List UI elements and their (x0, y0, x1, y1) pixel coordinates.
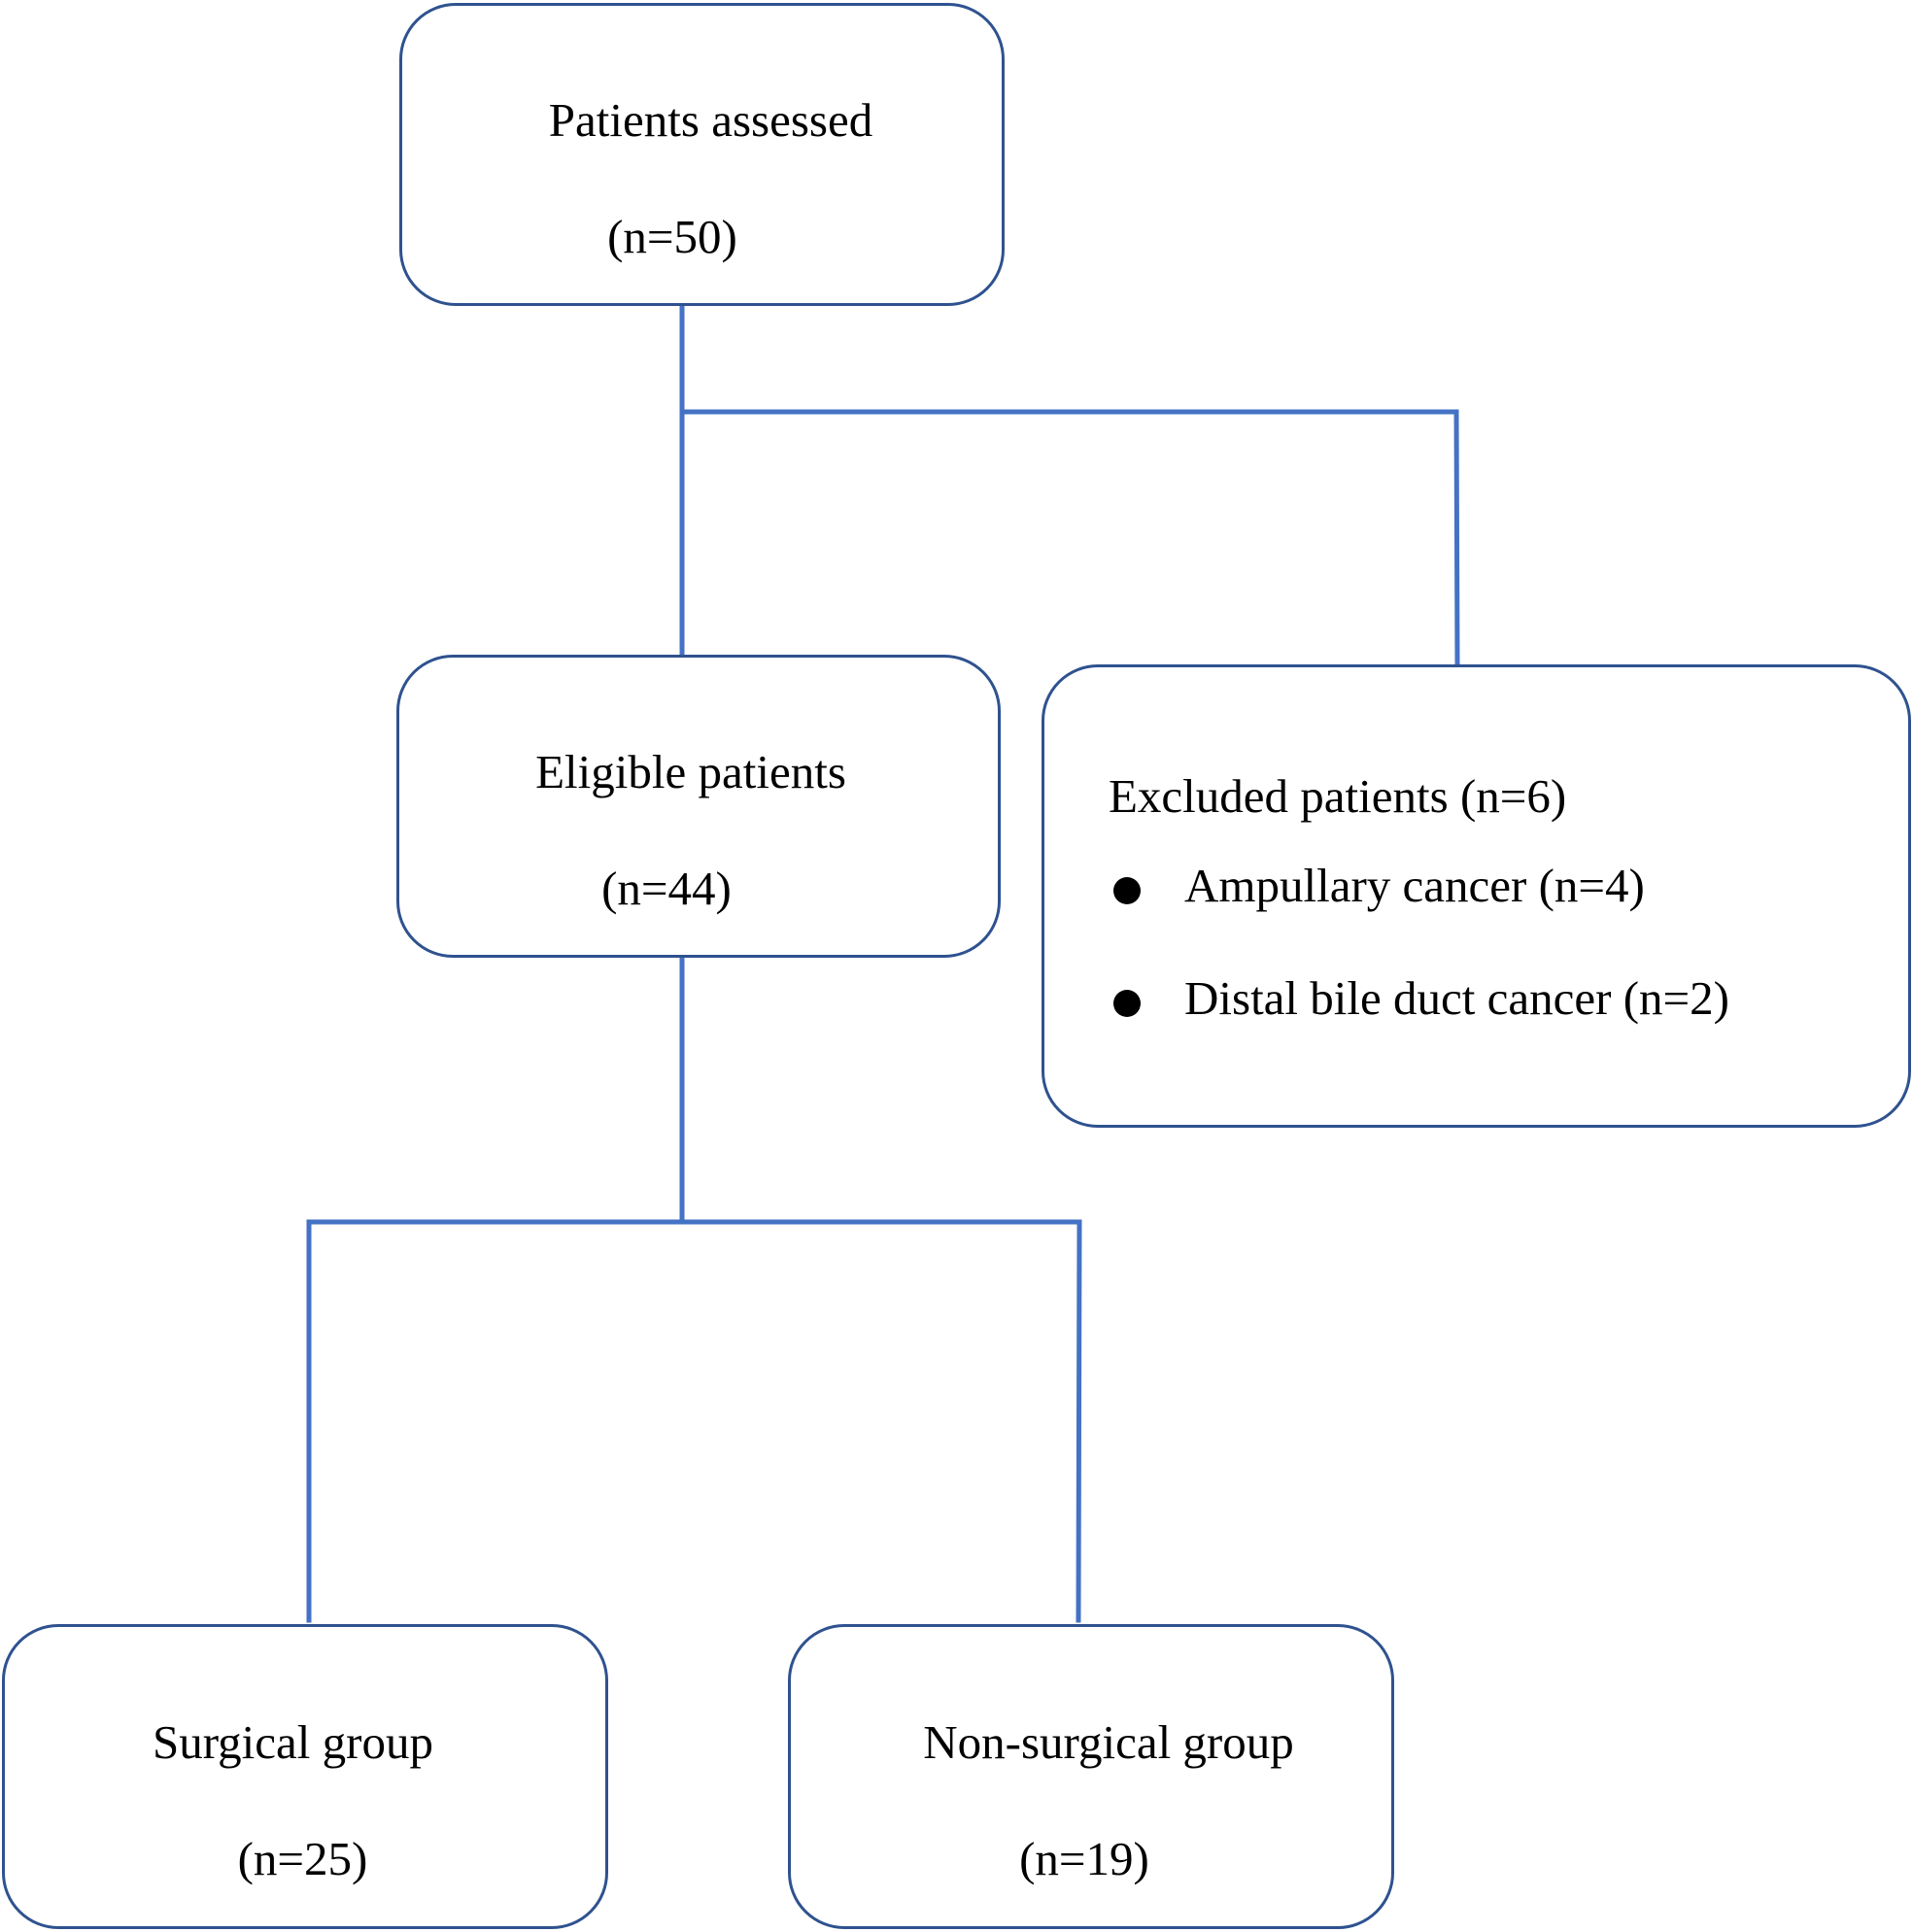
non-surgical-group-title: Non-surgical group (923, 1715, 1294, 1769)
excluded-patients-heading: Excluded patients (n=6) (1109, 769, 1567, 823)
bullet-dot-icon (1113, 877, 1141, 904)
excluded-item-ampullary: Ampullary cancer (n=4) (1044, 862, 1908, 920)
surgical-group-box: Surgical group (n=25) (2, 1624, 608, 1929)
eligible-patients-title: Eligible patients (535, 745, 846, 798)
bullet-dot-icon (1113, 990, 1141, 1017)
eligible-patients-count: (n=44) (601, 862, 732, 915)
patients-assessed-title: Patients assessed (548, 93, 873, 147)
patients-assessed-box: Patients assessed (n=50) (399, 3, 1005, 306)
excluded-item-label: Ampullary cancer (n=4) (1184, 859, 1645, 912)
patients-assessed-count: (n=50) (607, 210, 737, 263)
connector-nonsurgical-down (1076, 1219, 1082, 1623)
connector-excluded-down (1453, 409, 1460, 667)
excluded-patients-box: Excluded patients (n=6) Ampullary cancer… (1042, 664, 1911, 1128)
excluded-item-label: Distal bile duct cancer (n=2) (1184, 971, 1729, 1025)
eligible-patients-box: Eligible patients (n=44) (396, 655, 1001, 958)
non-surgical-group-count: (n=19) (1019, 1832, 1149, 1885)
surgical-group-title: Surgical group (153, 1715, 433, 1769)
non-surgical-group-box: Non-surgical group (n=19) (788, 1624, 1394, 1929)
surgical-group-count: (n=25) (237, 1832, 368, 1885)
excluded-item-distal-bile-duct: Distal bile duct cancer (n=2) (1044, 974, 1908, 1033)
